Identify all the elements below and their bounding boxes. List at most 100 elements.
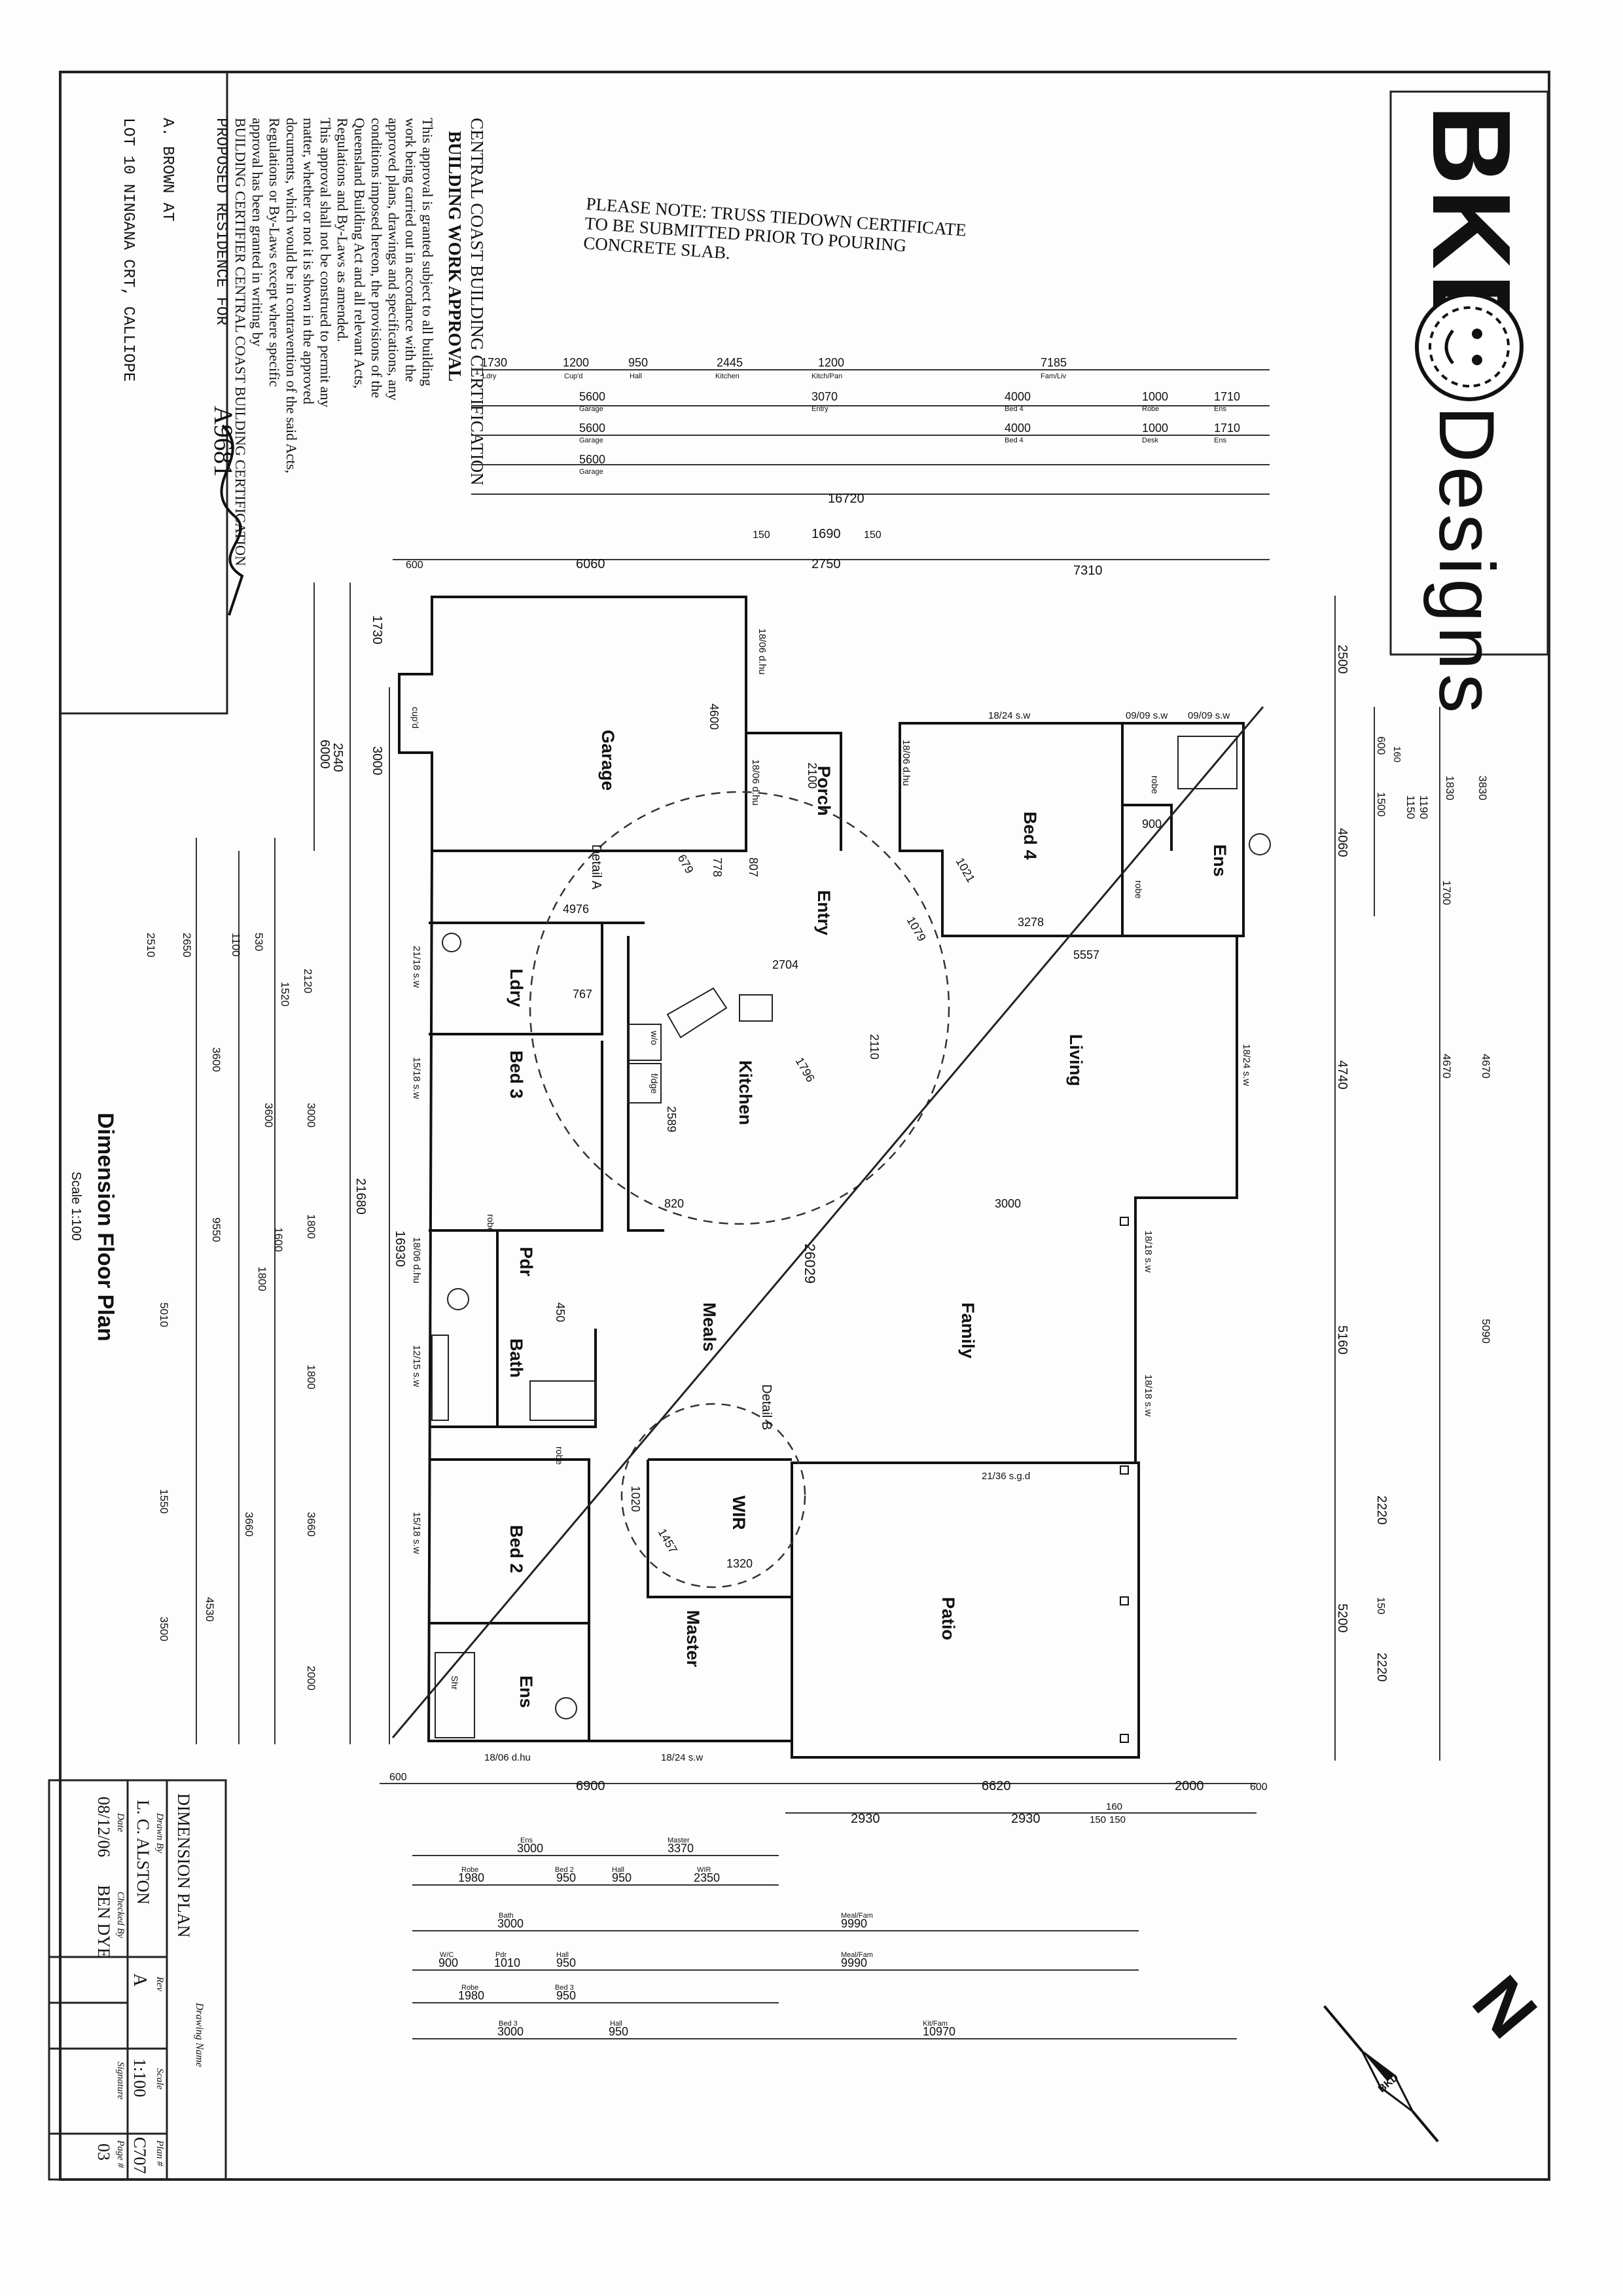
approval-stamp: CENTRAL COAST BUILDING CERTIFICATION BUI…: [119, 118, 487, 616]
window-label: 18/24 s.w: [1241, 1044, 1252, 1086]
bottom-overall-dims: 600 6900 6620 2000 600 2930 2930 150 150…: [389, 1772, 1268, 1826]
dim-desk: 1000: [1142, 422, 1168, 435]
dim-b-mealfam-label: Meal/Fam: [841, 1912, 873, 1920]
tb-page-no: 03: [94, 2144, 113, 2161]
dim-robe-label: Robe: [1142, 405, 1159, 413]
dim-bed4-2: 4000: [1005, 422, 1031, 435]
room-labels: Garage Porch Entry Bed 4 Ens Ldry Kitche…: [507, 730, 1230, 1708]
dim-left: 5010: [158, 1302, 170, 1327]
dim-b-hall2-label: Hall: [556, 1951, 569, 1959]
room-wir: WIR: [729, 1496, 749, 1530]
dim-right: 4060: [1335, 828, 1349, 857]
dim-b-robe: 1980: [458, 1871, 484, 1884]
compass-needle-icon: [1361, 2050, 1414, 2113]
interior-dim: 2589: [665, 1106, 678, 1132]
dim-ens-label: Ens: [1214, 405, 1226, 413]
dim-left-c: 6000: [317, 740, 332, 769]
dim-b-wc-label: W/C: [440, 1951, 454, 1959]
dim-garage-2: 5600: [579, 422, 605, 435]
logo-panel-border: [1389, 90, 1549, 656]
interior-dim: 1457: [656, 1526, 680, 1556]
dim-left: 1100: [230, 933, 242, 957]
stamp-line-11: BUILDING CERTIFIER CENTRAL COAST BUILDIN…: [232, 118, 249, 566]
compass-north: N: [1457, 1961, 1552, 2053]
interior-dim: 1320: [726, 1557, 753, 1570]
dim-b-pdr: 1010: [494, 1956, 520, 1969]
tb-scale-label: Scale: [154, 2068, 165, 2090]
stamp-title-1: CENTRAL COAST BUILDING CERTIFICATION: [467, 118, 487, 486]
dim-left: 530: [253, 933, 265, 951]
dim-left: 2000: [305, 1666, 317, 1691]
room-garage: Garage: [598, 730, 618, 791]
floor-plan-walls: [398, 596, 1245, 1759]
dim-bottom: 600: [1250, 1782, 1268, 1793]
stamp-line-7: matter, whether or not it is shown in th…: [300, 118, 317, 404]
dim-left-a: 1730: [370, 615, 384, 645]
dim-left: 1800: [256, 1266, 268, 1291]
dim-b-bed3b-label: Bed 3: [499, 2020, 518, 2028]
right-dimension-lines: [1334, 596, 1440, 1761]
plan-fixtures: [431, 736, 1271, 1738]
fixture-label: cup'd: [410, 707, 421, 728]
stamp-line-4: Queensland Building Act and all relevant…: [351, 118, 368, 389]
dim-right: 1150: [1404, 795, 1417, 819]
stamp-client: A. BROWN AT: [158, 118, 176, 221]
stamp-line-1: work being carried out in accordance wit…: [402, 118, 419, 382]
dim-bottom: 600: [389, 1772, 407, 1783]
dim-b-bath-label: Bath: [499, 1912, 514, 1920]
dim-ens: 1710: [1214, 390, 1240, 403]
dim-garage-label: Garage: [579, 405, 603, 413]
dim-right: 2220: [1374, 1496, 1389, 1525]
dim-left: 3660: [305, 1512, 317, 1537]
fixture-label: robe: [486, 1214, 496, 1232]
window-label: 18/06 d.hu: [757, 628, 768, 675]
top-dim-row-4: 5600 Garage: [579, 453, 605, 476]
dim-famliv: 7185: [1041, 356, 1067, 369]
tb-drawn-by-label: Drawn By: [154, 1812, 165, 1854]
dim-garage: 5600: [579, 390, 605, 403]
fixture-label: Shr: [450, 1676, 460, 1690]
dim-cupd: 1200: [563, 356, 589, 369]
top-dim-row-2: 5600 Garage 3070 Entry 4000 Bed 4 1000 R…: [579, 390, 1240, 413]
plan-scale-note: Scale 1:100: [69, 1172, 83, 1241]
interior-dim: 778: [711, 857, 724, 877]
room-ens-top: Ens: [1210, 844, 1230, 877]
dim-right: 1700: [1440, 880, 1453, 905]
dim-right: 150: [1375, 1597, 1386, 1615]
interior-dim: 807: [747, 857, 760, 877]
dim-b-robe-label: Robe: [461, 1866, 478, 1874]
dim-bottom: 6900: [576, 1779, 605, 1793]
bkd-logo: BKD Designs: [1409, 105, 1533, 717]
dim-bed4: 4000: [1005, 390, 1031, 403]
tb-rev-label: Rev: [154, 1976, 165, 1992]
window-label: 21/36 s.g.d: [982, 1471, 1030, 1482]
detail-callouts: [529, 791, 950, 1588]
stamp-panel-border: [59, 71, 228, 715]
dim-bottom: 150: [1109, 1814, 1126, 1825]
title-block: [48, 1779, 227, 2181]
room-patio: Patio: [938, 1597, 958, 1640]
dim-top-d: 600: [406, 560, 423, 571]
dim-bottom: 2000: [1175, 1779, 1204, 1793]
certifier-signature: [220, 424, 244, 616]
window-label: 15/18 s.w: [411, 1057, 422, 1099]
window-label: 18/06 d.hu: [411, 1237, 422, 1283]
room-ldry: Ldry: [507, 969, 526, 1007]
interior-dim: 450: [554, 1302, 567, 1322]
dim-kitchen: 2445: [717, 356, 743, 369]
stamp-line-0: This approval is granted subject to all …: [419, 118, 436, 386]
dim-kitchen-label: Kitchen: [715, 372, 740, 380]
window-label: 18/18 s.w: [1143, 1230, 1154, 1272]
left-dimension-lines: [196, 583, 390, 1744]
top-dim-row-3: 5600 Garage 4000 Bed 4 1000 Desk 1710 En…: [579, 422, 1240, 444]
window-label: 18/06 d.hu: [750, 759, 761, 806]
stamp-approval-no: A9681: [209, 406, 238, 477]
dim-right: 2500: [1335, 645, 1349, 674]
dim-kitchpan-label: Kitch/Pan: [812, 372, 842, 380]
room-ens-bottom: Ens: [516, 1676, 536, 1708]
dim-b-robe2: 1980: [458, 1989, 484, 2002]
tb-page-label: Page #: [115, 2140, 126, 2168]
dim-b-hall: 950: [612, 1871, 632, 1884]
stamp-line-10: approval has been granted in writing by: [249, 118, 266, 346]
window-label: 09/09 s.w: [1126, 710, 1168, 721]
